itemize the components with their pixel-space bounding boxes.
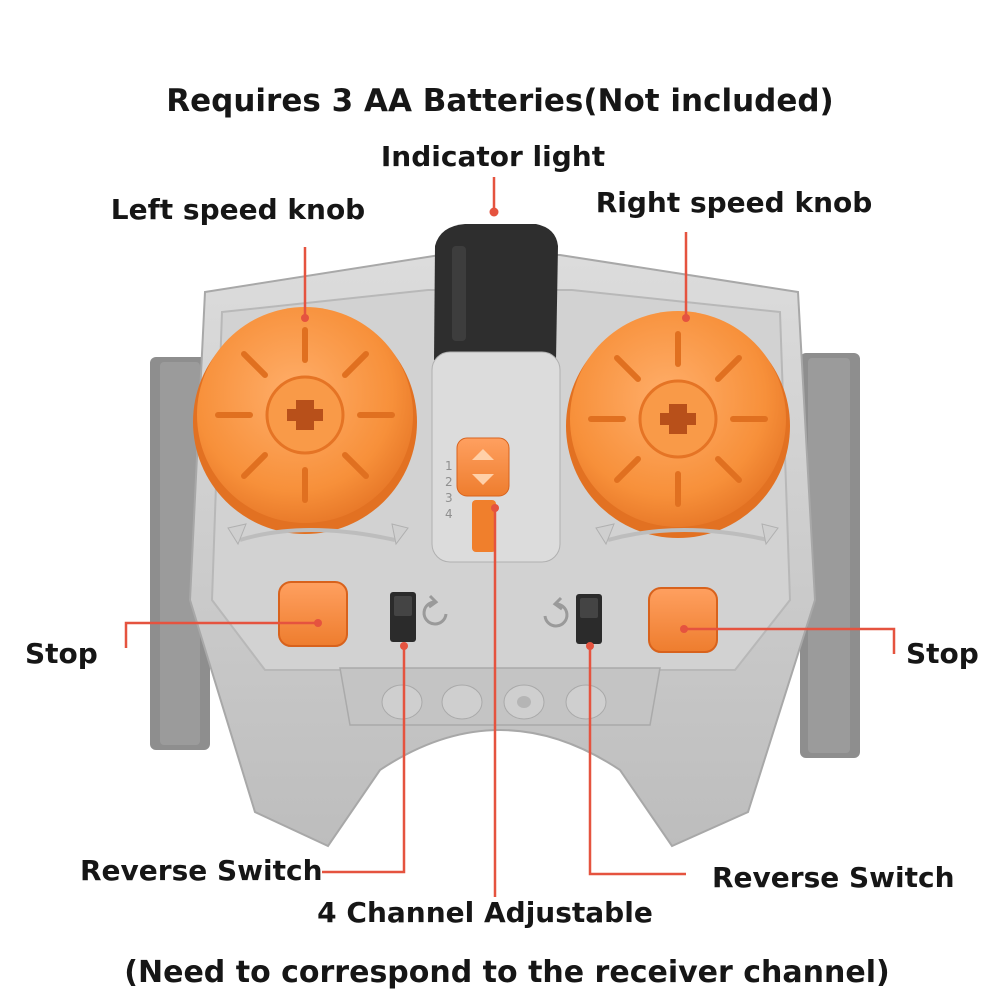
stop-button-left[interactable] xyxy=(278,581,348,647)
channel-label: 4 Channel Adjustable xyxy=(317,896,653,929)
battery-box xyxy=(150,353,860,758)
channel-number: 4 xyxy=(445,507,453,521)
indicator-light-label: Indicator light xyxy=(380,140,606,173)
right-speed-knob[interactable] xyxy=(566,311,790,538)
stop-button-right[interactable] xyxy=(648,587,718,653)
reverse-switch-left-label: Reverse Switch xyxy=(80,854,323,887)
left-speed-knob[interactable] xyxy=(193,307,417,534)
left-speed-knob-label: Left speed knob xyxy=(110,193,366,226)
channel-number: 3 xyxy=(445,491,453,505)
channel-note: (Need to correspond to the receiver chan… xyxy=(124,955,890,990)
stop-right-label: Stop xyxy=(906,637,979,670)
battery-requirement-title: Requires 3 AA Batteries(Not included) xyxy=(166,83,834,119)
reverse-switch-left[interactable] xyxy=(390,592,416,642)
leader-dots xyxy=(301,207,690,650)
leader-lines xyxy=(124,177,896,897)
channel-number: 1 xyxy=(445,459,453,473)
channel-numbers: 1 2 3 4 xyxy=(445,459,453,521)
stop-left-label: Stop xyxy=(25,637,98,670)
speed-scale-marks xyxy=(239,528,769,542)
reverse-switch-right[interactable] xyxy=(576,594,602,644)
scale-arrows xyxy=(227,523,779,546)
reverse-switch-right-label: Reverse Switch xyxy=(712,861,955,894)
rotate-cw-icon xyxy=(543,596,569,628)
channel-number: 2 xyxy=(445,475,453,489)
right-speed-knob-label: Right speed knob xyxy=(595,186,873,219)
front-studs xyxy=(381,684,607,720)
rotate-ccw-icon xyxy=(422,594,448,626)
channel-selector[interactable] xyxy=(456,437,510,552)
indicator-light xyxy=(431,224,561,563)
